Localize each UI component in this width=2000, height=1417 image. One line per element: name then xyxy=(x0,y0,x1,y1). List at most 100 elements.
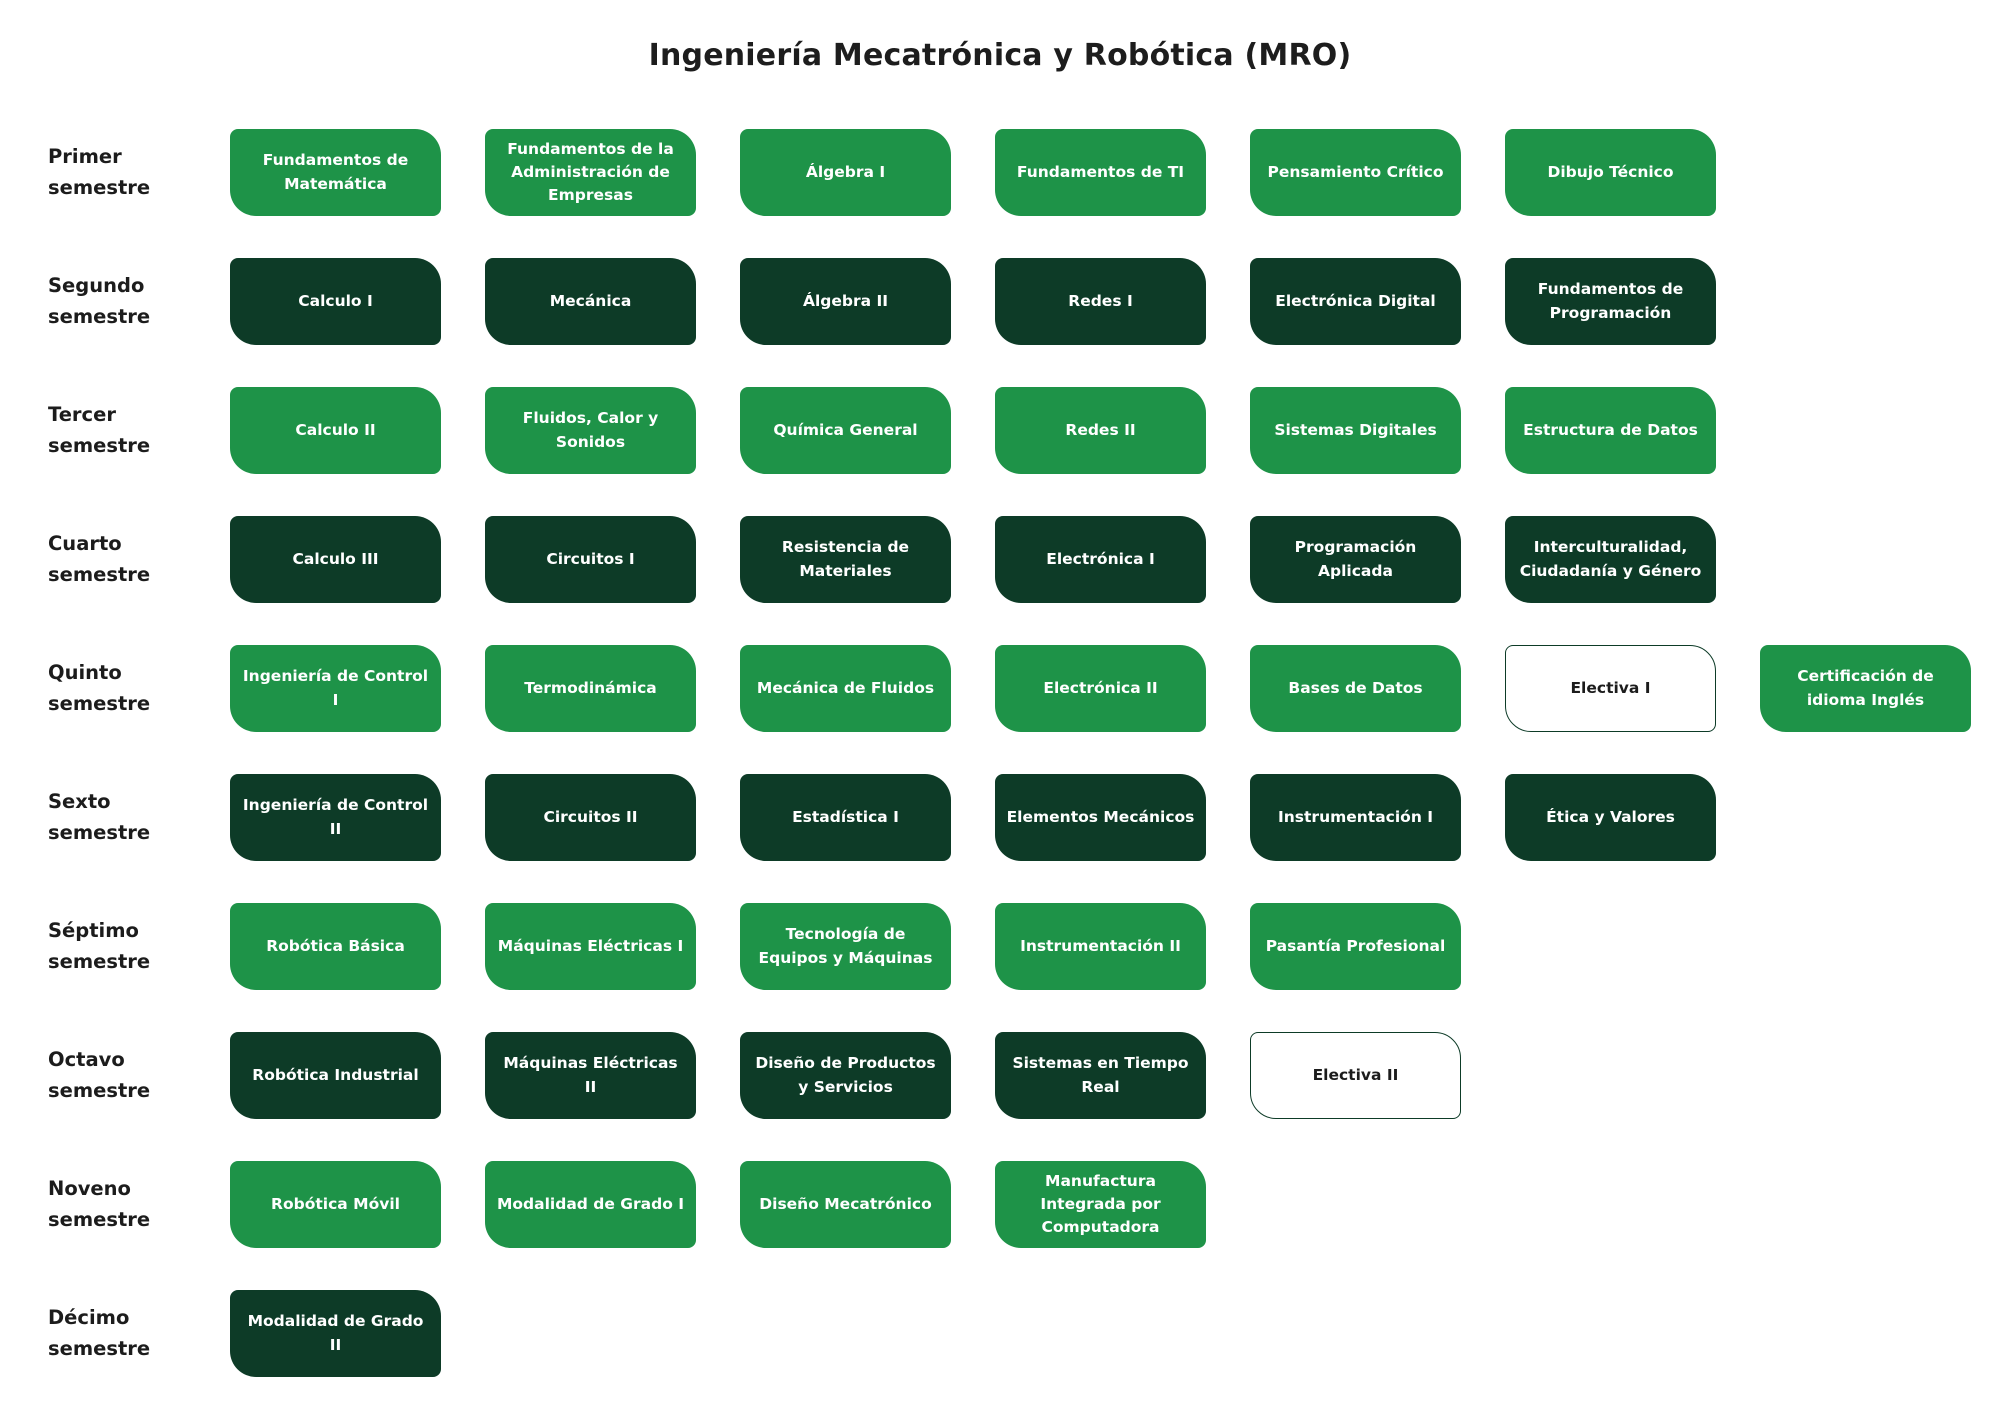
semester-row: Sexto semestre Ingeniería de Control II Cir… xyxy=(0,774,2000,861)
courses-row: Modalidad de Grado II xyxy=(230,1290,441,1377)
semester-label-line: semestre xyxy=(48,1078,151,1102)
semester-label-line: semestre xyxy=(48,1207,151,1231)
courses-row: Robótica Básica Máquinas Eléctricas I Tecn… xyxy=(230,903,1461,990)
semester-label-line: Primer xyxy=(48,145,122,169)
semester-label-line: semestre xyxy=(48,820,151,844)
course-box: Calculo I xyxy=(230,258,441,345)
semester-row: Octavo semestre Robótica Industrial Máquina… xyxy=(0,1032,2000,1119)
course-box: Fluidos, Calor y Sonidos xyxy=(485,387,696,474)
course-box: Pensamiento Crítico xyxy=(1250,129,1461,216)
course-box: Electrónica II xyxy=(995,645,1206,732)
course-box: Ingeniería de Control II xyxy=(230,774,441,861)
course-box: Fundamentos de TI xyxy=(995,129,1206,216)
course-box: Manufactura Integrada por Computadora xyxy=(995,1161,1206,1248)
course-box: Máquinas Eléctricas I xyxy=(485,903,696,990)
courses-row: Calculo II Fluidos, Calor y Sonidos Químic… xyxy=(230,387,1716,474)
courses-row: Fundamentos de Matemática Fundamentos de … xyxy=(230,129,1716,216)
course-box: Ética y Valores xyxy=(1505,774,1716,861)
course-box: Termodinámica xyxy=(485,645,696,732)
courses-row: Calculo I Mecánica Álgebra II Redes I Electr… xyxy=(230,258,1716,345)
semester-label: Segundo semestre xyxy=(48,271,230,331)
courses-row: Ingeniería de Control II Circuitos II Esta… xyxy=(230,774,1716,861)
semester-label-line: Segundo xyxy=(48,274,145,298)
course-box: Redes II xyxy=(995,387,1206,474)
course-box: Pasantía Profesional xyxy=(1250,903,1461,990)
semester-label: Cuarto semestre xyxy=(48,529,230,589)
semester-row: Quinto semestre Ingeniería de Control I Ter… xyxy=(0,645,2000,732)
course-box: Álgebra II xyxy=(740,258,951,345)
course-box: Ingeniería de Control I xyxy=(230,645,441,732)
semester-row: Tercer semestre Calculo II Fluidos, Calor y… xyxy=(0,387,2000,474)
semester-label-line: Tercer xyxy=(48,403,116,427)
semester-label-line: semestre xyxy=(48,1336,151,1360)
course-box: Robótica Básica xyxy=(230,903,441,990)
course-box: Estructura de Datos xyxy=(1505,387,1716,474)
course-box: Redes I xyxy=(995,258,1206,345)
semester-label: Noveno semestre xyxy=(48,1174,230,1234)
course-box: Electrónica I xyxy=(995,516,1206,603)
course-box: Certificación de idioma Inglés xyxy=(1760,645,1971,732)
semester-label-line: semestre xyxy=(48,304,151,328)
semester-label: Primer semestre xyxy=(48,142,230,202)
semester-label-line: Sexto xyxy=(48,790,111,814)
course-box: Circuitos I xyxy=(485,516,696,603)
course-box: Electrónica Digital xyxy=(1250,258,1461,345)
page-title: Ingeniería Mecatrónica y Robótica (MRO) xyxy=(648,38,1352,73)
course-box: Electiva I xyxy=(1505,645,1716,732)
course-box: Diseño Mecatrónico xyxy=(740,1161,951,1248)
course-box: Fundamentos de la Administración de Empr… xyxy=(485,129,696,216)
course-box: Química General xyxy=(740,387,951,474)
course-box: Dibujo Técnico xyxy=(1505,129,1716,216)
course-box: Diseño de Productos y Servicios xyxy=(740,1032,951,1119)
semester-label: Tercer semestre xyxy=(48,400,230,460)
course-box: Bases de Datos xyxy=(1250,645,1461,732)
course-box: Mecánica xyxy=(485,258,696,345)
semester-label-line: Séptimo xyxy=(48,919,139,943)
semester-label-line: semestre xyxy=(48,433,151,457)
course-box: Elementos Mecánicos xyxy=(995,774,1206,861)
course-box: Fundamentos de Programación xyxy=(1505,258,1716,345)
semester-label: Quinto semestre xyxy=(48,658,230,718)
courses-row: Ingeniería de Control I Termodinámica Mecá… xyxy=(230,645,1971,732)
course-box: Interculturalidad, Ciudadanía y Género xyxy=(1505,516,1716,603)
course-box: Máquinas Eléctricas II xyxy=(485,1032,696,1119)
course-box: Calculo II xyxy=(230,387,441,474)
course-box: Modalidad de Grado II xyxy=(230,1290,441,1377)
course-box: Estadística I xyxy=(740,774,951,861)
semester-label-line: semestre xyxy=(48,691,151,715)
semester-row: Séptimo semestre Robótica Básica Máquinas E… xyxy=(0,903,2000,990)
semester-label-line: semestre xyxy=(48,562,151,586)
semester-row: Noveno semestre Robótica Móvil Modalidad de… xyxy=(0,1161,2000,1248)
course-box: Robótica Industrial xyxy=(230,1032,441,1119)
course-box: Tecnología de Equipos y Máquinas xyxy=(740,903,951,990)
semester-label-line: semestre xyxy=(48,175,151,199)
semester-label: Octavo semestre xyxy=(48,1045,230,1105)
course-box: Calculo III xyxy=(230,516,441,603)
course-box: Álgebra I xyxy=(740,129,951,216)
course-box: Fundamentos de Matemática xyxy=(230,129,441,216)
course-box: Mecánica de Fluidos xyxy=(740,645,951,732)
course-box: Circuitos II xyxy=(485,774,696,861)
course-box: Programación Aplicada xyxy=(1250,516,1461,603)
course-box: Electiva II xyxy=(1250,1032,1461,1119)
course-box: Instrumentación I xyxy=(1250,774,1461,861)
course-box: Sistemas Digitales xyxy=(1250,387,1461,474)
semester-label: Séptimo semestre xyxy=(48,916,230,976)
semester-row: Segundo semestre Calculo I Mecánica Álgebra … xyxy=(0,258,2000,345)
semester-label-line: semestre xyxy=(48,949,151,973)
courses-row: Robótica Industrial Máquinas Eléctricas I… xyxy=(230,1032,1461,1119)
semester-label-line: Cuarto xyxy=(48,532,122,556)
semester-label-line: Quinto xyxy=(48,661,122,685)
course-box: Instrumentación II xyxy=(995,903,1206,990)
course-box: Robótica Móvil xyxy=(230,1161,441,1248)
semester-label-line: Noveno xyxy=(48,1177,131,1201)
semester-label-line: Octavo xyxy=(48,1048,125,1072)
course-box: Modalidad de Grado I xyxy=(485,1161,696,1248)
